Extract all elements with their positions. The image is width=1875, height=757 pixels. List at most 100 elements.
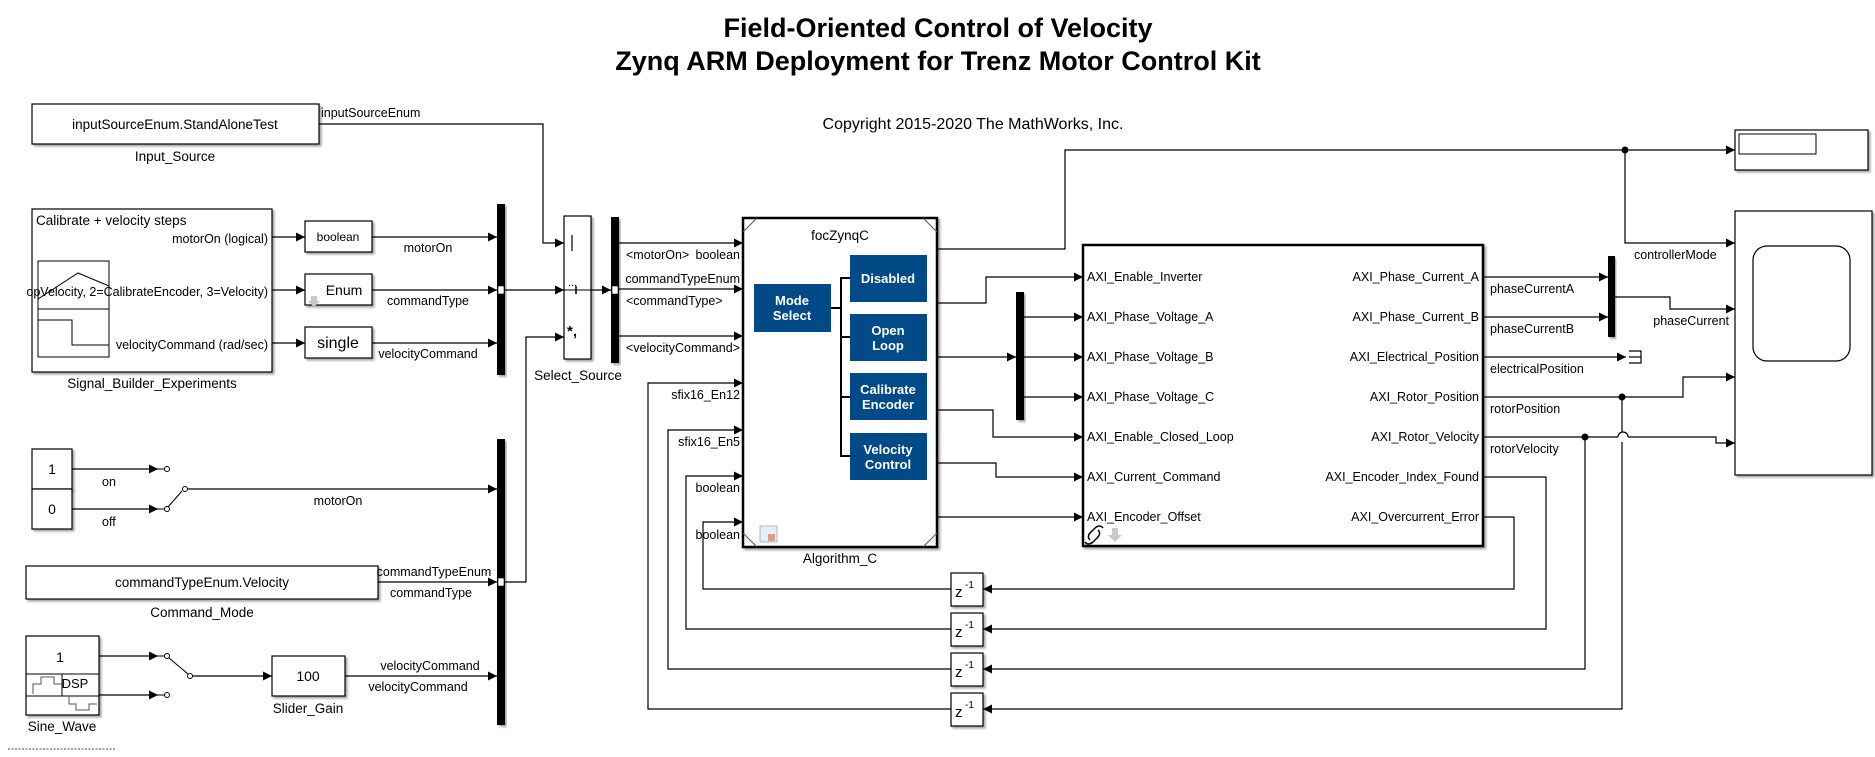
sb-output-velocityCommand: velocityCommand (rad/sec) (116, 338, 268, 352)
svg-text:Velocity: Velocity (863, 442, 913, 457)
svg-text:AXI_Enable_Closed_Loop: AXI_Enable_Closed_Loop (1087, 430, 1234, 444)
svg-text:single: single (317, 335, 359, 352)
copyright-text: Copyright 2015-2020 The MathWorks, Inc. (823, 116, 1124, 133)
unit-delay-3[interactable]: z-1 (950, 652, 984, 687)
svg-text:AXI_Rotor_Velocity: AXI_Rotor_Velocity (1371, 430, 1479, 444)
signal-label-on: on (102, 475, 116, 489)
signal-label-velocityCommand: velocityCommand (378, 347, 477, 361)
svg-text:...: ... (568, 277, 577, 289)
down-arrow-icon (308, 296, 320, 307)
svg-text:z: z (955, 624, 963, 641)
svg-text:AXI_Rotor_Position: AXI_Rotor_Position (1370, 390, 1479, 404)
demux-phase-voltages[interactable] (1016, 292, 1024, 420)
svg-text:AXI_Enable_Inverter: AXI_Enable_Inverter (1087, 270, 1202, 284)
sine-wave-block[interactable]: 1 DSP (25, 635, 100, 716)
svg-text:z: z (955, 584, 963, 601)
algorithm-c-model-block[interactable]: focZynqC Mode Select Disabled Open Loop … (741, 216, 939, 549)
svg-text:AXI_Phase_Current_A: AXI_Phase_Current_A (1353, 270, 1480, 284)
display-block[interactable] (1734, 129, 1869, 171)
svg-text:0: 0 (48, 501, 56, 517)
signal-label-commandType-cm: commandType (390, 586, 472, 600)
svg-text:-1: -1 (965, 580, 974, 591)
wire-input-source (319, 123, 564, 248)
svg-text:AXI_Phase_Voltage_A: AXI_Phase_Voltage_A (1087, 310, 1214, 324)
mode-velocity-control-box (850, 433, 927, 480)
signal-label-rotorVelocity: rotorVelocity (1490, 442, 1560, 456)
library-link-icon (1084, 525, 1104, 545)
mode-open-loop-box (850, 314, 927, 361)
signal-label-inputSourceEnum: inputSourceEnum (321, 106, 420, 120)
input-source-value: inputSourceEnum.StandAloneTest (72, 117, 278, 132)
svg-text:AXI_Electrical_Position: AXI_Electrical_Position (1350, 350, 1479, 364)
port-type-boolean-4: boolean (696, 528, 741, 542)
select-source-name: Select_Source (534, 368, 622, 383)
signal-label-motorOn-manual: motorOn (314, 494, 363, 508)
input-source-block[interactable]: inputSourceEnum.StandAloneTest (31, 103, 320, 145)
svg-text:-1: -1 (965, 620, 974, 631)
command-mode-name: Command_Mode (150, 605, 254, 620)
slider-gain-block[interactable]: 100 (271, 655, 346, 697)
svg-text:DSP: DSP (62, 676, 89, 691)
convert-single-block[interactable]: single (304, 326, 373, 359)
select-source-switch[interactable]: ... *, (563, 215, 592, 360)
svg-text:100: 100 (296, 668, 320, 684)
mode-select-box (754, 284, 831, 332)
svg-text:Select: Select (773, 308, 812, 323)
manual-switch-velocity[interactable] (158, 653, 193, 698)
signal-builder-block[interactable]: Calibrate + velocity steps motorOn (logi… (26, 208, 273, 373)
axi-interface-block[interactable]: AXI_Enable_Inverter AXI_Phase_Voltage_A … (1081, 243, 1485, 548)
svg-text:Calibrate: Calibrate (860, 382, 916, 397)
diagram-title-line2: Zynq ARM Deployment for Trenz Motor Cont… (615, 46, 1260, 76)
svg-text:Open: Open (871, 323, 904, 338)
signal-label-phaseCurrent: phaseCurrent (1653, 314, 1729, 328)
svg-text:Enum: Enum (326, 282, 363, 298)
svg-text:Control: Control (865, 457, 911, 472)
signal-label-phaseCurrentB: phaseCurrentB (1490, 322, 1574, 336)
axi-output-ports: AXI_Phase_Current_A AXI_Phase_Current_B … (1325, 270, 1479, 524)
svg-text:AXI_Current_Command: AXI_Current_Command (1087, 470, 1220, 484)
constant-on-block[interactable]: 1 (31, 448, 73, 490)
svg-text:z: z (955, 704, 963, 721)
svg-text:*,: *, (567, 323, 577, 340)
signal-label-commandType: commandType (387, 294, 469, 308)
unit-delay-2[interactable]: z-1 (950, 612, 984, 647)
scope-block[interactable] (1734, 210, 1873, 476)
convert-boolean-block[interactable]: boolean (304, 220, 373, 253)
signal-label-velocityCommand-bottom: velocityCommand (368, 680, 467, 694)
svg-text:boolean: boolean (317, 230, 360, 244)
command-mode-block[interactable]: commandTypeEnum.Velocity (25, 565, 379, 600)
svg-text:AXI_Phase_Voltage_B: AXI_Phase_Voltage_B (1087, 350, 1214, 364)
svg-text:AXI_Overcurrent_Error: AXI_Overcurrent_Error (1351, 510, 1479, 524)
sb-output-commandType: opVelocity, 2=CalibrateEncoder, 3=Veloci… (26, 285, 268, 299)
algorithm-c-name: Algorithm_C (803, 551, 878, 566)
down-arrow-icon (1108, 528, 1122, 542)
slider-gain-name: Slider_Gain (273, 701, 344, 716)
signal-label-rotorPosition: rotorPosition (1490, 402, 1560, 416)
svg-text:-1: -1 (965, 700, 974, 711)
svg-text:AXI_Phase_Voltage_C: AXI_Phase_Voltage_C (1087, 390, 1214, 404)
svg-text:AXI_Encoder_Index_Found: AXI_Encoder_Index_Found (1325, 470, 1479, 484)
port-type-sfix16-En12: sfix16_En12 (671, 388, 740, 402)
diagram-title-line1: Field-Oriented Control of Velocity (723, 13, 1152, 43)
signal-label-off: off (102, 515, 116, 529)
sb-output-motorOn: motorOn (logical) (172, 232, 268, 246)
convert-enum-block[interactable]: Enum (304, 273, 373, 307)
mux-phase-current[interactable] (1608, 256, 1615, 337)
scope-screen-icon (1752, 245, 1851, 362)
axi-input-ports: AXI_Enable_Inverter AXI_Phase_Voltage_A … (1087, 270, 1234, 524)
unit-delay-4[interactable]: z-1 (950, 692, 984, 727)
terminator-block[interactable] (1629, 350, 1642, 364)
signal-label-commandTypeEnum-cm: commandTypeEnum (377, 565, 492, 579)
svg-text:1: 1 (56, 649, 64, 665)
unit-delay-1[interactable]: z-1 (950, 572, 984, 607)
signal-label-velocityCommand-top: velocityCommand (380, 659, 479, 673)
svg-text:z: z (955, 664, 963, 681)
svg-text:AXI_Encoder_Offset: AXI_Encoder_Offset (1087, 510, 1201, 524)
mode-disabled-box (850, 255, 927, 302)
manual-switch-motorOn[interactable] (158, 466, 188, 512)
svg-text:Disabled: Disabled (861, 271, 915, 286)
constant-off-block[interactable]: 0 (31, 488, 73, 530)
svg-text:-1: -1 (965, 660, 974, 671)
port-type-sfix16-En5: sfix16_En5 (678, 435, 740, 449)
